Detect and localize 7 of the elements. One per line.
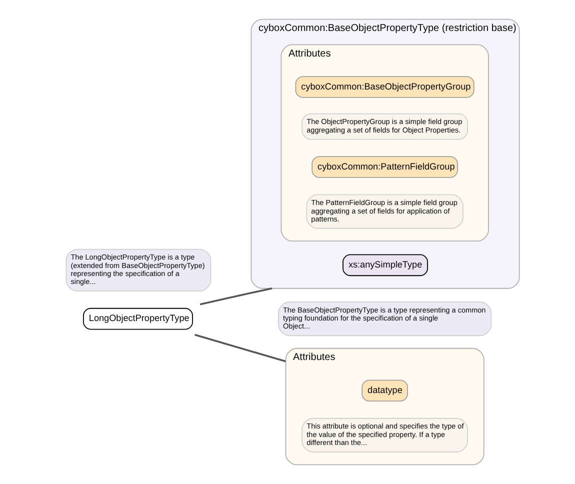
node-label: This attribute is optional and specifies the type of the value of the specified property. If a type different than the... [306,422,464,448]
node-label: The PatternFieldGroup is a simple field group aggregating a set of fields for application of patterns. [310,198,457,224]
node-label: The BaseObjectPropertyType is a type representing a common typing foundation for the specification of a single Object... [282,305,486,331]
connector [199,287,272,306]
connector [194,334,286,362]
node-label: The ObjectPropertyGroup is a simple field group aggregating a set of fields for Object Properties. [306,117,462,134]
node-label: The LongObjectPropertyType is a type (extended from BaseObjectPropertyType) representing the specification of a single... [70,252,204,286]
